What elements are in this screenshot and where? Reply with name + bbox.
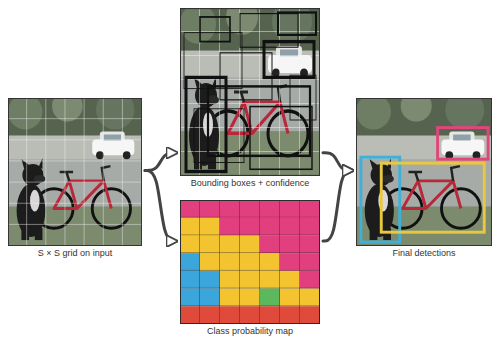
input-photo — [8, 98, 142, 246]
panel-border — [181, 200, 320, 323]
panel-border — [8, 98, 141, 245]
panel-caption: Class probability map — [180, 324, 320, 337]
bicycle-box — [381, 163, 484, 232]
street-scene — [180, 8, 320, 176]
flow-arrow — [323, 170, 352, 241]
grid-lines — [8, 98, 142, 246]
image-panel: S × S grid on input — [8, 98, 142, 259]
panel-caption: Final detections — [356, 246, 492, 259]
picture-area — [8, 98, 142, 246]
street-scene — [8, 98, 142, 246]
class-map — [180, 200, 320, 324]
class-cells — [180, 200, 320, 324]
panel-caption: Bounding boxes + confidence — [180, 176, 320, 189]
boxes-photo — [180, 8, 320, 176]
picture-area — [356, 98, 492, 246]
candidate-boxes — [184, 12, 316, 171]
flow-arrow — [323, 153, 352, 171]
grid-lines — [180, 8, 320, 176]
image-panel: Class probability map — [180, 200, 320, 337]
panel-caption: S × S grid on input — [8, 246, 142, 259]
panel-border — [356, 98, 491, 245]
flow-arrow — [145, 170, 176, 241]
flow-arrow — [145, 153, 176, 171]
panel-border — [181, 9, 320, 176]
picture-area — [180, 200, 320, 324]
street-scene — [356, 98, 492, 246]
image-panel: Final detections — [356, 98, 492, 259]
detections-photo — [356, 98, 492, 246]
grid-lines — [180, 200, 320, 324]
picture-area — [180, 8, 320, 176]
image-panel: Bounding boxes + confidence — [180, 8, 320, 189]
car-box — [438, 128, 489, 160]
